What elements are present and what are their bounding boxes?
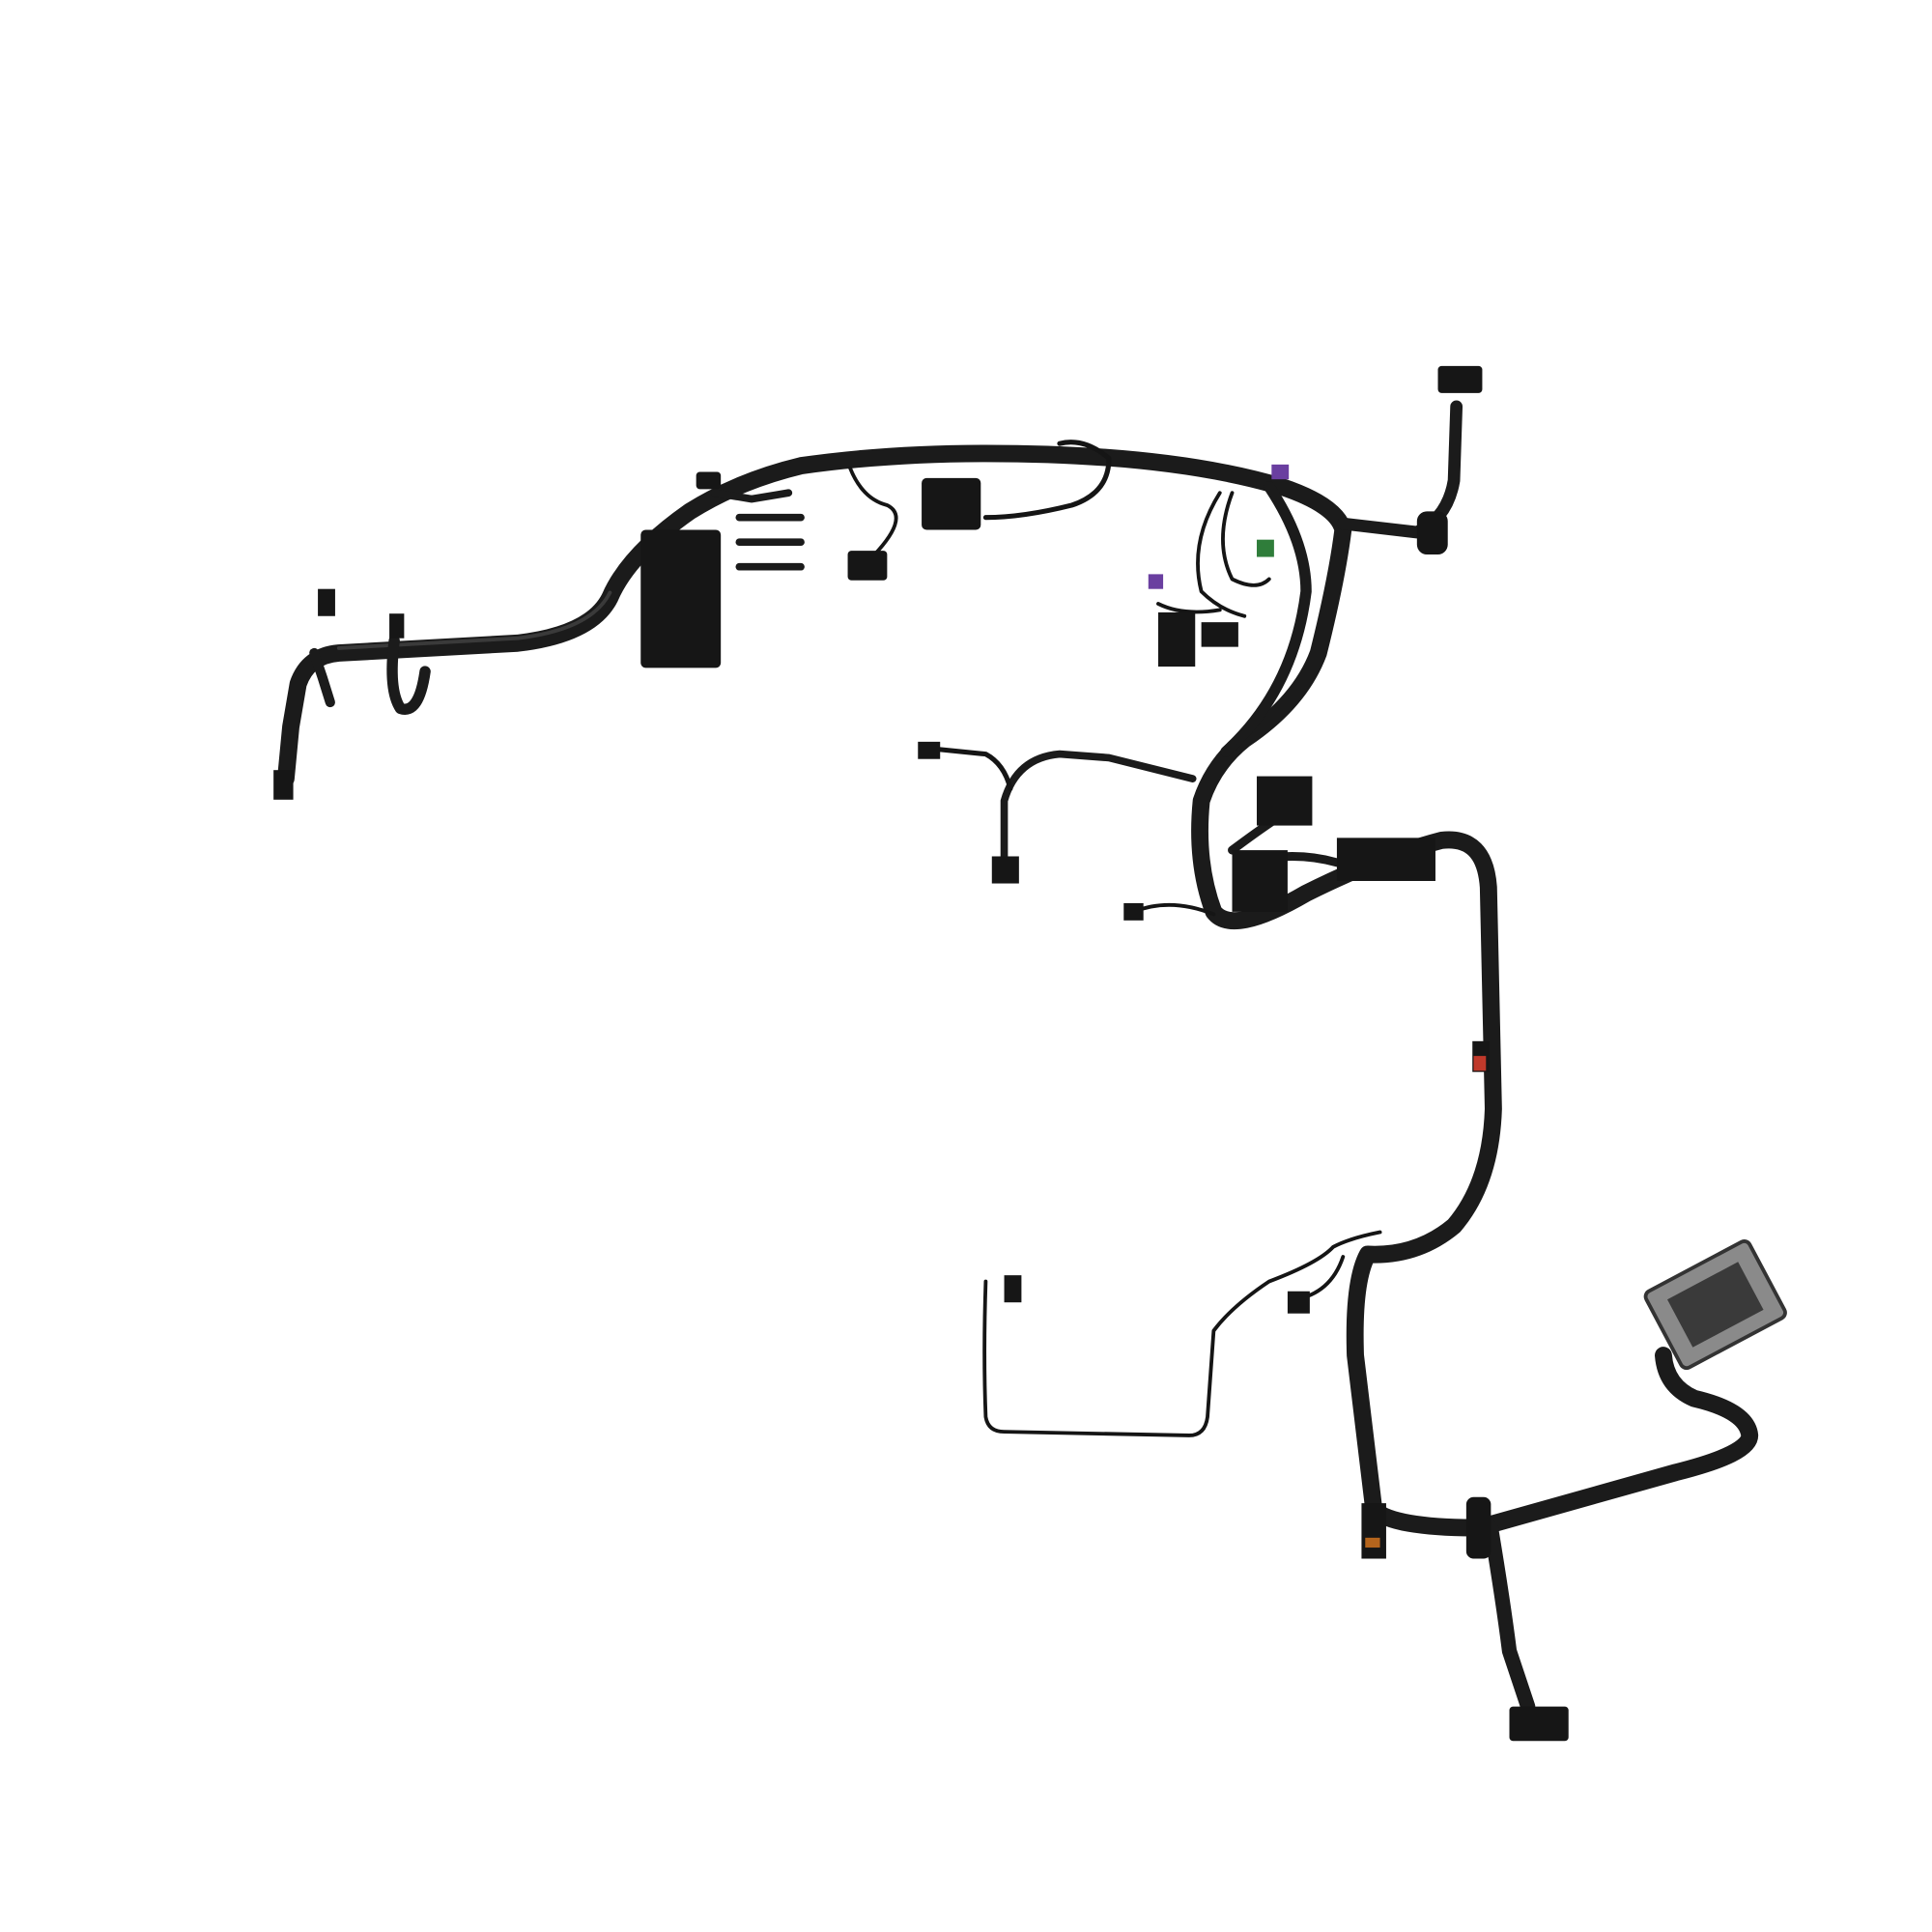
branch-wires (710, 440, 1382, 1437)
main-trunk (276, 400, 1759, 1715)
connectors (273, 365, 1569, 1742)
ecu-module (1643, 1239, 1787, 1371)
